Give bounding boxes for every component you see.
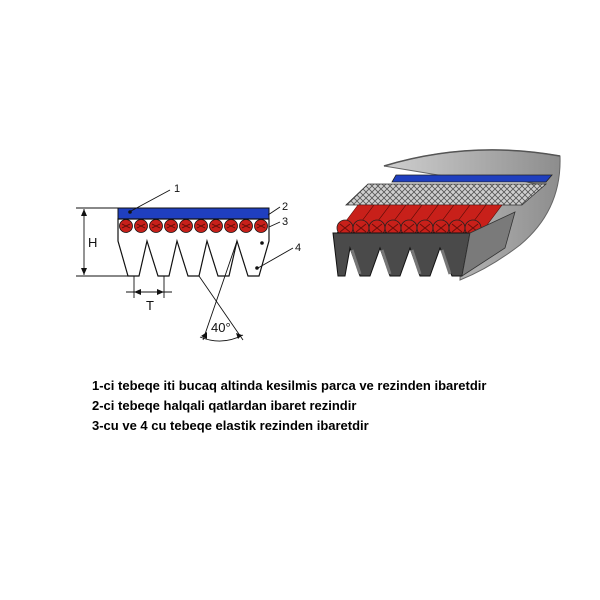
callout-2: 2 [282, 201, 288, 213]
cord-end-twist [371, 223, 383, 233]
pitch-dimension: T [126, 276, 172, 313]
cord-end-twist [419, 223, 431, 233]
cord-twist [256, 223, 266, 229]
belt-ribs [332, 232, 471, 277]
height-dimension: H [76, 207, 128, 277]
cord-end-twist [387, 223, 399, 233]
cord-end-twist [451, 223, 463, 233]
cord-twist [241, 223, 251, 229]
pitch-label: T [146, 298, 154, 313]
angle-dimension: 40° [198, 240, 244, 342]
belt-fabric-layer [345, 183, 548, 206]
belt-blue-layer [391, 174, 553, 183]
cord-twist [121, 223, 131, 229]
height-label: H [88, 235, 97, 250]
cross-section: 1 2 3 4 H T 40° [76, 183, 301, 342]
callout-4: 4 [295, 242, 301, 254]
cord-twist [196, 223, 206, 229]
cord-twist [211, 223, 221, 229]
caption-line-1: 1-ci tebeqe iti bucaq altinda kesilmis p… [92, 378, 487, 393]
angle-label: 40° [211, 320, 231, 335]
cord-twist [181, 223, 191, 229]
belt-3d-view [332, 149, 561, 281]
cord-end-twist [403, 223, 415, 233]
caption-line-2: 2-ci tebeqe halqali qatlardan ibaret rez… [92, 398, 357, 413]
cord-end-twist [355, 223, 367, 233]
cord-twist [136, 223, 146, 229]
caption-line-3: 3-cu ve 4 cu tebeqe elastik rezinden iba… [92, 418, 369, 433]
cord-twist [226, 223, 236, 229]
cord-twist [151, 223, 161, 229]
top-layer-blue [117, 207, 270, 220]
belt-diagram: 1 2 3 4 H T 40° [76, 149, 561, 342]
cord-twist [166, 223, 176, 229]
caption: 1-ci tebeqe iti bucaq altinda kesilmis p… [92, 376, 592, 436]
cord-row [119, 219, 268, 233]
callout-3: 3 [282, 216, 288, 228]
callout-1: 1 [174, 183, 180, 195]
belt-cord-band [336, 204, 503, 237]
cord-end-twist [435, 223, 447, 233]
cord-end-twist [339, 223, 351, 233]
